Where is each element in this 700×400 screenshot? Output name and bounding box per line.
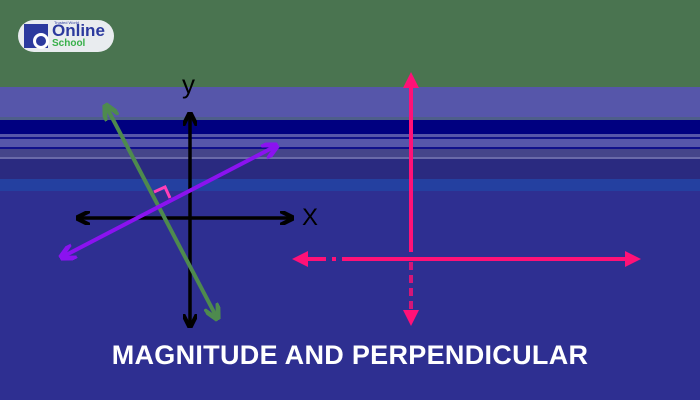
stripe	[0, 134, 700, 137]
x-axis-label: X	[302, 204, 318, 231]
left-coordinate-axes	[80, 116, 290, 324]
header-band	[0, 0, 700, 87]
stripe	[0, 137, 700, 139]
diagram-title: MAGNITUDE AND PERPENDICULAR	[111, 340, 589, 370]
stripe	[0, 139, 700, 147]
right-angle-marker	[153, 185, 172, 199]
logo-brand-top: Online	[52, 21, 105, 40]
green-vector-arrow	[107, 108, 216, 316]
purple-vector-arrow	[64, 147, 274, 256]
logo-tagline: Trusted World	[54, 20, 79, 25]
right-perpendicular-vectors	[292, 72, 641, 326]
stripe	[0, 157, 700, 159]
online-school-logo[interactable]: Trusted World Online School	[18, 20, 114, 52]
stripe	[0, 149, 700, 157]
y-axis-label: y	[182, 69, 195, 99]
stripe	[0, 117, 700, 120]
stripe	[0, 147, 700, 149]
logo-mark-icon	[24, 24, 49, 49]
logo-brand-bottom: School	[52, 38, 86, 49]
